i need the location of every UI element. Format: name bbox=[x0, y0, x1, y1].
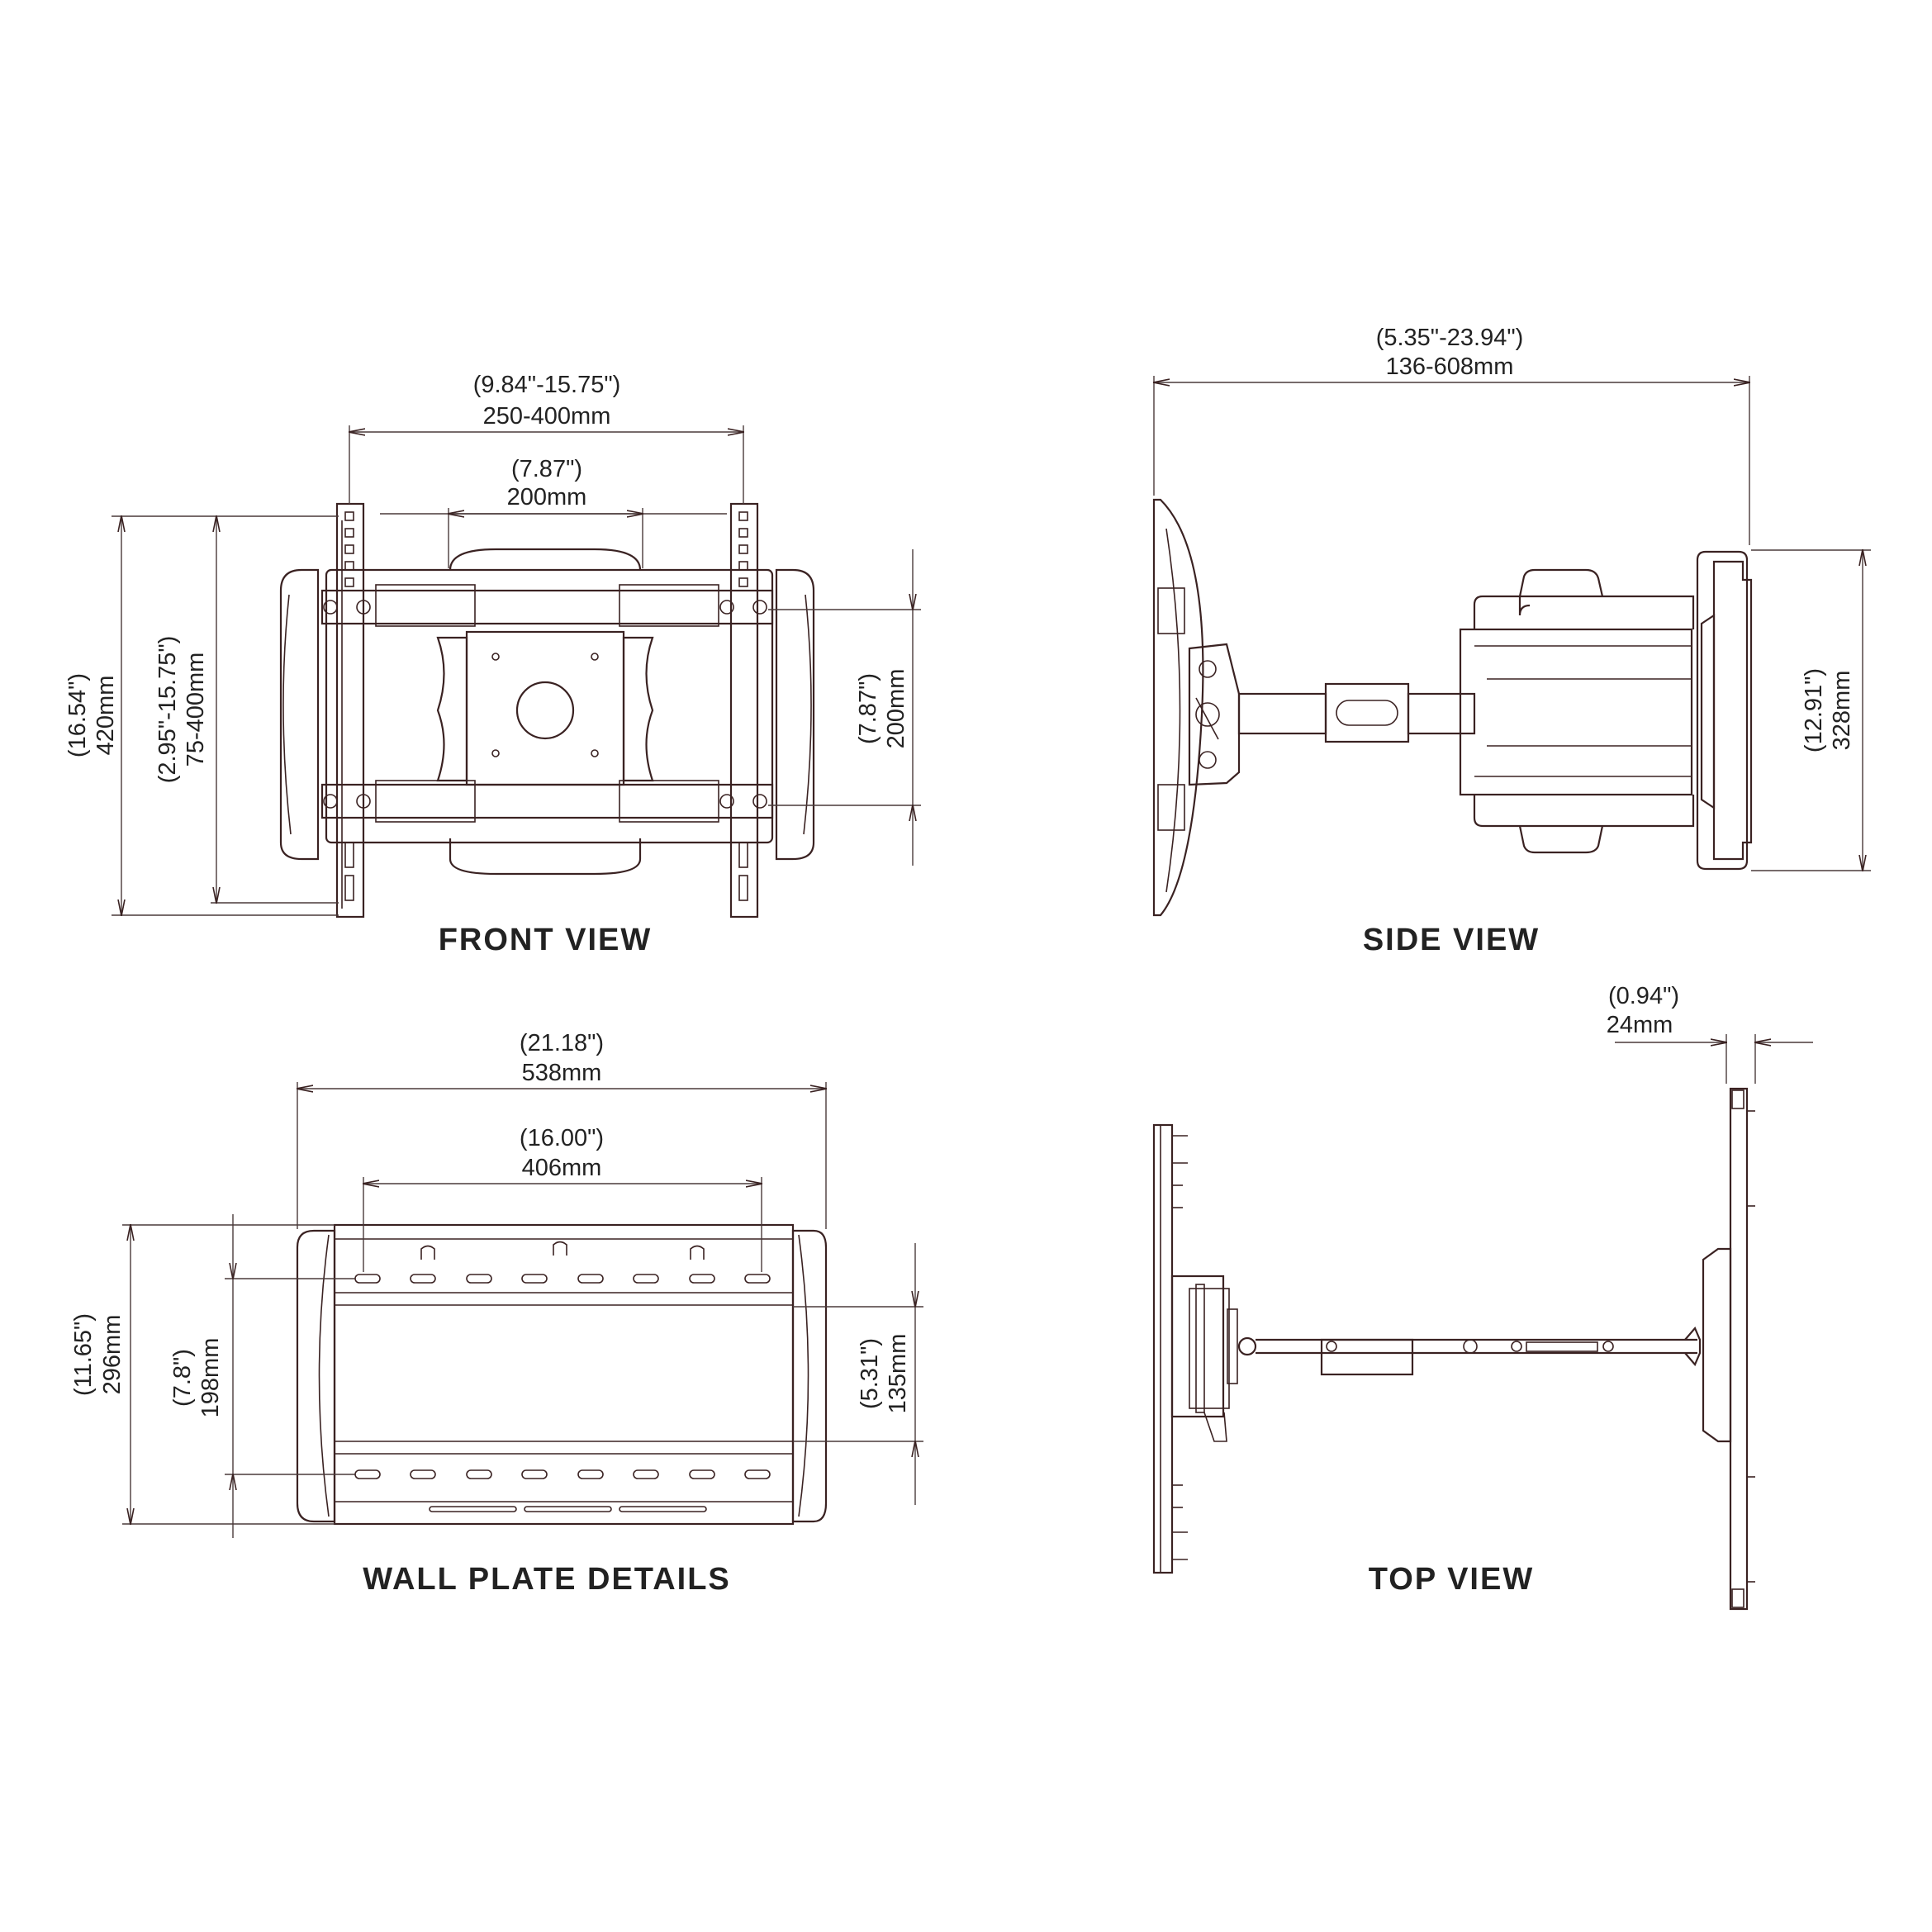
wall-width-holes-mm: 406mm bbox=[522, 1155, 602, 1181]
side-height-mm: 328mm bbox=[1829, 671, 1855, 751]
wall-plate-bottom-slots bbox=[354, 1469, 771, 1512]
top-view-title: TOP VIEW bbox=[1369, 1562, 1534, 1597]
wall-width-total-in: (21.18") bbox=[520, 1030, 604, 1056]
top-depth-in: (0.94") bbox=[1608, 983, 1679, 1009]
wall-plate-view: (21.18") 538mm (16.00") 406mm (11.65") 2… bbox=[70, 1030, 923, 1597]
front-view: (9.84"-15.75") 250-400mm (7.87") 200mm (… bbox=[64, 372, 921, 957]
front-width-inner-mm: 200mm bbox=[507, 484, 587, 510]
wall-height-total-mm: 296mm bbox=[99, 1315, 126, 1395]
wall-height-total-in: (11.65") bbox=[70, 1313, 97, 1396]
top-depth-mm: 24mm bbox=[1607, 1012, 1673, 1038]
wall-plate-top-slots bbox=[354, 1241, 771, 1284]
wall-height-holes-mm: 198mm bbox=[197, 1338, 224, 1418]
front-height-total-mm: 420mm bbox=[93, 676, 119, 756]
side-extension-mm: 136-608mm bbox=[1386, 354, 1514, 380]
wall-height-inner-in: (5.31") bbox=[857, 1338, 883, 1409]
wall-height-inner-mm: 135mm bbox=[885, 1334, 911, 1414]
side-extension-in: (5.35"-23.94") bbox=[1376, 325, 1524, 351]
front-height-right-mm: 200mm bbox=[883, 669, 909, 749]
front-height-range-mm: 75-400mm bbox=[183, 653, 209, 767]
side-height-in: (12.91") bbox=[1801, 668, 1827, 752]
front-width-outer-in: (9.84"-15.75") bbox=[473, 372, 621, 398]
wall-width-total-mm: 538mm bbox=[522, 1060, 602, 1086]
wall-plate-title: WALL PLATE DETAILS bbox=[363, 1562, 731, 1597]
front-width-outer-mm: 250-400mm bbox=[483, 403, 611, 430]
front-width-inner-in: (7.87") bbox=[511, 456, 582, 482]
front-height-total-in: (16.54") bbox=[64, 673, 91, 757]
rail-holes bbox=[344, 511, 748, 901]
wall-width-holes-in: (16.00") bbox=[520, 1125, 604, 1151]
wall-height-holes-in: (7.8") bbox=[169, 1349, 196, 1407]
front-view-title: FRONT VIEW bbox=[439, 923, 653, 957]
side-view-title: SIDE VIEW bbox=[1363, 923, 1540, 957]
front-height-range-in: (2.95"-15.75") bbox=[154, 636, 181, 784]
top-view: (0.94") 24mm TOP VIEW bbox=[1152, 983, 1813, 1611]
front-height-right-in: (7.87") bbox=[855, 673, 881, 744]
side-view: (5.35"-23.94") 136-608mm (12.91") 328mm … bbox=[1152, 325, 1871, 957]
